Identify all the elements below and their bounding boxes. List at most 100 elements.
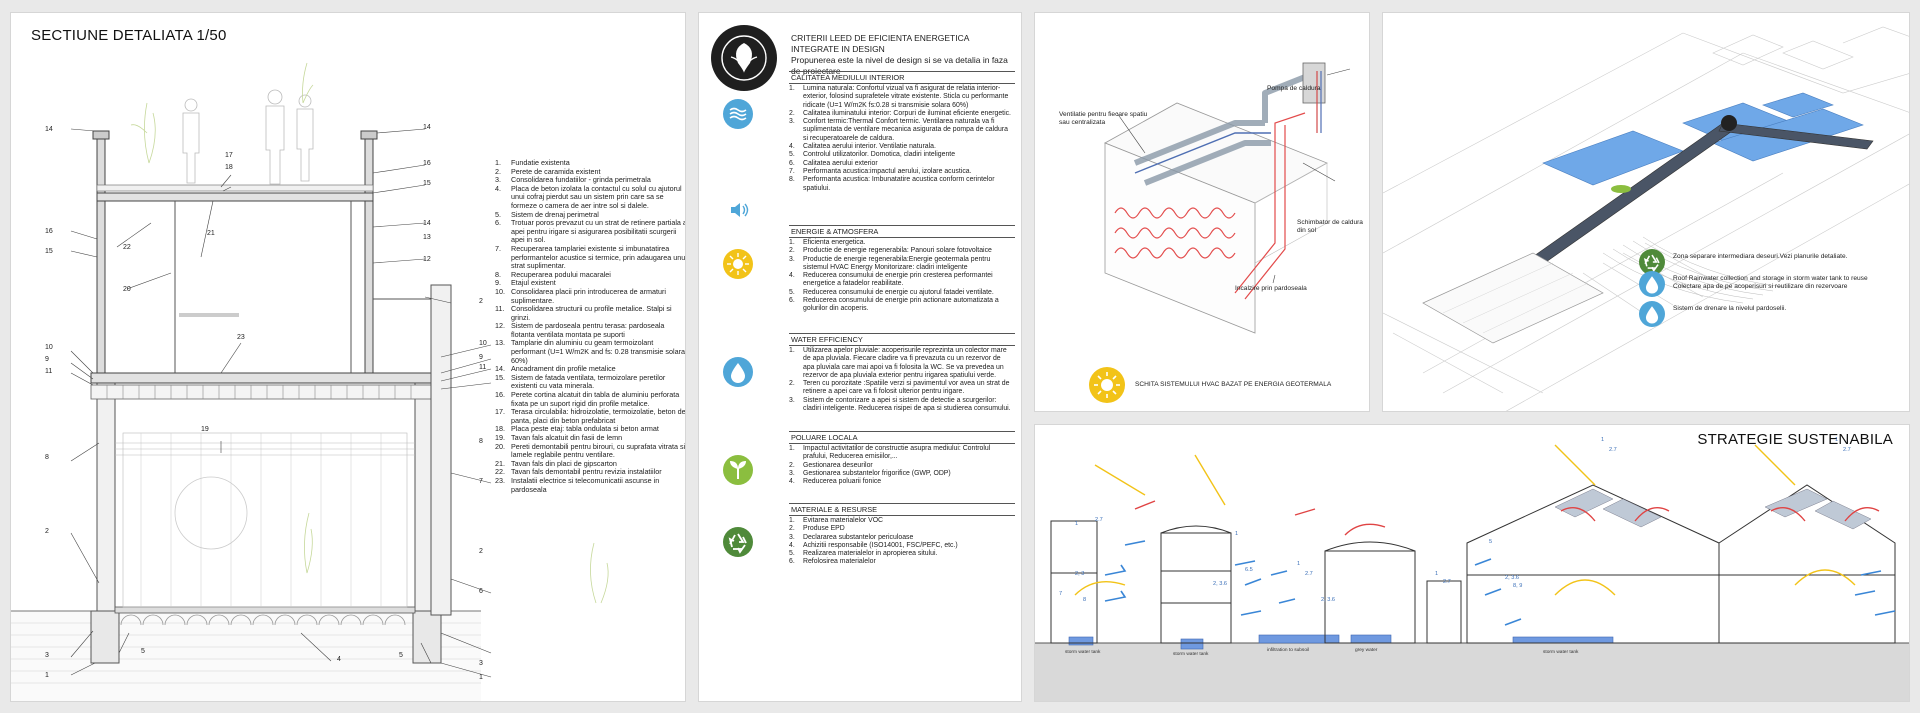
strategy-title: STRATEGIE SUSTENABILA [1697,431,1893,448]
leed-item-number: 2. [789,461,795,469]
leed-item-number: 5. [789,550,795,558]
svg-text:6.5: 6.5 [1245,567,1253,573]
section-panel-title: SECTIUNE DETALIATA 1/50 [31,27,227,44]
leed-section-title: CALITATEA MEDIULUI INTERIOR [789,71,1015,84]
legend-item-text: Terasa circulabila: hidroizolatie, termo… [511,407,686,425]
leed-item-text: Lumina naturala: Confortul vizual va fi … [803,85,1009,109]
callout-9-right: 9 [479,354,483,361]
legend-item: 17. Terasa circulabila: hidroizolatie, te… [495,407,686,425]
leed-item-number: 5. [789,151,795,159]
leed-list-item: 1.Utilizarea apelor pluviale: acoperisur… [789,347,1013,380]
legend-item: 7. Recuperarea tamplariei existente si im… [495,243,686,271]
legend-item-number: 6. [495,218,501,228]
leed-item-text: Reducerea consumului de energie prin cre… [803,272,993,288]
leed-item-text: Declararea substantelor periculoase [803,533,914,541]
legend-item-number: 17. [495,407,505,417]
leed-item-text: Reducerea consumului de energie cu ajuto… [803,288,994,296]
tank-label-3: infiltration to subsoil [1267,647,1309,653]
callout-2-left: 2 [45,528,49,535]
leed-section-title: MATERIALE & RESURSE [789,503,1015,516]
svg-text:2.7: 2.7 [1305,571,1313,577]
svg-text:1: 1 [1297,561,1300,567]
callout-2b-right: 2 [479,548,483,555]
tank-label-5: storm water tank [1543,649,1579,655]
svg-text:1: 1 [1601,437,1604,443]
leed-item-text: Refolosirea materialelor [803,558,876,566]
legend-item-number: 12. [495,321,505,331]
legend-item-text: Fundatie existenta [511,158,570,167]
svg-text:8: 8 [1083,597,1086,603]
legend-item-text: Consolidarea fundatiilor - grinda perime… [511,175,651,185]
callout-13-right: 13 [423,234,431,241]
legend-item: 8.Recuperarea podului macaralei [495,270,685,280]
site-axonometric-drawing [1383,26,1909,411]
callout-3-right: 3 [479,660,483,667]
svg-text:1: 1 [1835,437,1838,443]
svg-text:2, 3.6: 2, 3.6 [1213,581,1227,587]
leed-list-item: 1.Eficienta energetica. [789,239,1013,247]
legend-item: 13.Tamplarie din aluminiu cu geam termoi… [495,338,685,365]
legend-item: 11.Consolidarea structurii cu profile me… [495,304,685,322]
callout-12-right: 12 [423,256,431,263]
site-key-item: Zona separare intermediara deseuri.Vezi … [1639,249,1893,275]
callout-1-left: 1 [45,672,49,679]
svg-text:1: 1 [1075,521,1078,527]
leed-item-text: Evitarea materialelor VOC [803,517,884,524]
leed-list-item: 1.Impactul activitatilor de constructie … [789,445,1013,462]
leed-list-item: 3.Productie de energie regenerabila:Ener… [789,256,1013,273]
leed-item-text: Realizarea materialelor in apropierea si… [803,550,938,558]
legend-item-text: Sistem de pardoseala pentru terasa: pard… [511,321,665,339]
callout-10-left: 10 [45,344,53,351]
tank-label-4: grey water [1355,647,1378,653]
legend-item-number: 14. [495,364,505,374]
leed-item-text: Gestionarea substantelor frigorifice (GW… [803,469,951,477]
sun-icon [723,249,753,279]
callout-11-left: 11 [45,368,52,375]
leed-list-item: 1.Lumina naturala: Confortul vizual va f… [789,85,1013,110]
speaker-icon [723,195,753,225]
leed-list-item: 4.Achizitii responsabile (ISO14001, FSC/… [789,542,1013,550]
leed-item-number: 4. [789,478,795,486]
leed-item-text: Calitatea aerului interior. Ventilatie n… [803,143,936,151]
legend-item-number: 22. [495,467,505,477]
legend-item-number: 7. [495,243,501,253]
leed-list-item: 4.Calitatea aerului interior. Ventilatie… [789,143,1013,151]
leed-item-number: 6. [789,159,795,167]
leed-item-number: 5. [789,288,795,296]
leed-item-text: Performanta acustica:impactul aerului, i… [803,167,972,175]
leed-item-text: Reducerea poluarii fonice [803,478,882,486]
leed-list-item: 6.Reducerea consumului de energie prin a… [789,297,1013,314]
legend-item: 18.Placa peste etaj: tabla ondulata si b… [495,425,685,434]
callout-10-right: 10 [479,340,487,347]
legend-item-text: Tavan fals din placi de gipscarton [511,458,617,468]
legend-item-number: 1. [495,158,501,167]
site-key-text: Roof Rainwater collection and storage in… [1673,275,1868,290]
callout-15-right: 15 [423,180,431,187]
hvac-geothermal-diagram [1104,62,1351,334]
callout-2-right: 2 [479,298,483,305]
leed-list-item: 3.Sistem de contorizare a apei si sistem… [789,397,1013,414]
site-key-item: Roof Rainwater collection and storage in… [1639,271,1893,297]
leed-list-item: 1.Evitarea materialelor VOC [789,517,1013,525]
leed-item-text: Eficienta energetica. [803,239,866,246]
leed-section-title: WATER EFFICIENCY [789,333,1015,346]
legend-item-text: Recuperarea tamplariei existente si imbu… [511,243,686,271]
leed-list-item: 2.Productie de energie regenerabila: Pan… [789,247,1013,255]
legend-item-text: Tavan fals demontabil pentru revizia ins… [511,467,662,477]
water-drop-icon [723,357,753,387]
leed-list-item: 4. Reducerea poluarii fonice [789,478,1013,486]
leed-item-text: Calitatea aerului exterior [803,159,878,167]
callout-16-left: 16 [45,228,53,235]
sun-icon [1094,372,1120,398]
leed-item-text: Performanta acustica: Imbunatatire acust… [803,176,995,192]
sustainable-strategy-section: 12.778 2, 316.52, 3.6 12.72, 3.6 12.75 2… [1035,437,1909,701]
leed-item-number: 2. [789,109,795,117]
callout-17: 17 [225,152,233,159]
leed-list-item: 2.Teren cu porozitate :Spatiile verzi si… [789,380,1013,397]
leed-list-item: 6. Calitatea aerului exterior [789,160,1013,168]
legend-item-text: Consolidarea structurii cu profile metal… [511,304,672,322]
legend-item-text: Instalatii electrice si telecomunicatii … [511,475,660,494]
legend-item-number: 13. [495,338,505,348]
callout-22: 22 [123,244,131,251]
